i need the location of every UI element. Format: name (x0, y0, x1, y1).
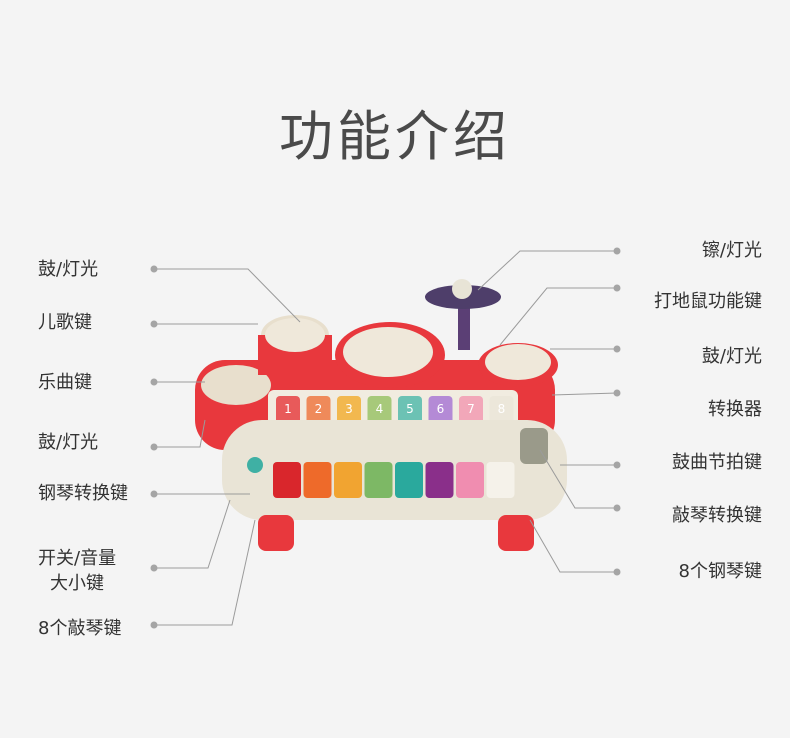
xylophone-number: 3 (345, 402, 353, 416)
label-drum-light-1: 鼓/灯光 (38, 259, 99, 280)
callout-dot (613, 568, 621, 576)
piano-key (273, 462, 301, 498)
beat-switch (520, 428, 548, 464)
callout-dot (150, 564, 158, 572)
drum-center (343, 327, 433, 377)
label-converter: 转换器 (708, 399, 762, 420)
xylophone-number: 2 (315, 402, 323, 416)
label-xylo-switch: 敲琴转换键 (672, 505, 762, 526)
label-cymbal-light: 镲/灯光 (701, 240, 762, 261)
callout-dot (150, 443, 158, 451)
piano-key (334, 462, 362, 498)
callout-line (529, 519, 617, 573)
callout-line (154, 419, 206, 448)
piano-key (425, 462, 454, 498)
callout-dot (613, 504, 621, 512)
xylophone-number: 1 (284, 402, 292, 416)
label-piano-switch: 钢琴转换键 (38, 483, 128, 504)
page-title: 功能介绍 (279, 105, 511, 168)
piano-key (395, 462, 423, 498)
label-nursery-key: 儿歌键 (38, 312, 92, 333)
callout-line (154, 268, 301, 323)
xylophone-number: 4 (376, 402, 384, 416)
label-xylophone-keys: 8个敲琴键 (38, 618, 122, 639)
callout-dot (613, 247, 621, 255)
piano-key (303, 462, 332, 498)
callout-dot (150, 320, 158, 328)
callout-dot (150, 378, 158, 386)
xylophone-number: 7 (467, 402, 475, 416)
drum-right (485, 344, 551, 380)
piano-key (456, 462, 484, 498)
callout-dot (613, 345, 621, 353)
label-piano-keys: 8个钢琴键 (678, 561, 762, 582)
callout-line (551, 392, 618, 396)
callout-line (154, 499, 231, 569)
label-drum-light-3: 鼓/灯光 (701, 346, 762, 367)
callout-dot (150, 265, 158, 273)
callout-line (477, 250, 617, 291)
callout-dot (613, 461, 621, 469)
callout-line (154, 519, 256, 626)
label-whack-mole: 打地鼠功能键 (654, 291, 762, 312)
label-beat-key: 鼓曲节拍键 (672, 452, 762, 473)
callout-line (499, 287, 617, 346)
label-drum-light-2: 鼓/灯光 (38, 432, 99, 453)
callout-dot (613, 284, 621, 292)
xylophone-number: 5 (406, 402, 414, 416)
callout-dot (613, 389, 621, 397)
toy-illustration: 1 2 3 4 5 6 7 8 (195, 279, 567, 551)
piano-key (364, 462, 393, 498)
piano-switch-button (247, 457, 263, 473)
xylophone-number: 8 (498, 402, 506, 416)
drum-left-small (201, 365, 271, 405)
callout-dot (150, 621, 158, 629)
xylophone-number: 6 (437, 402, 445, 416)
callout-dot (150, 490, 158, 498)
piano-key (486, 462, 515, 498)
label-power-volume-1: 开关/音量 (38, 548, 117, 569)
label-music-key: 乐曲键 (38, 372, 92, 393)
callout-line (539, 449, 617, 509)
label-power-volume-2: 大小键 (50, 573, 104, 594)
